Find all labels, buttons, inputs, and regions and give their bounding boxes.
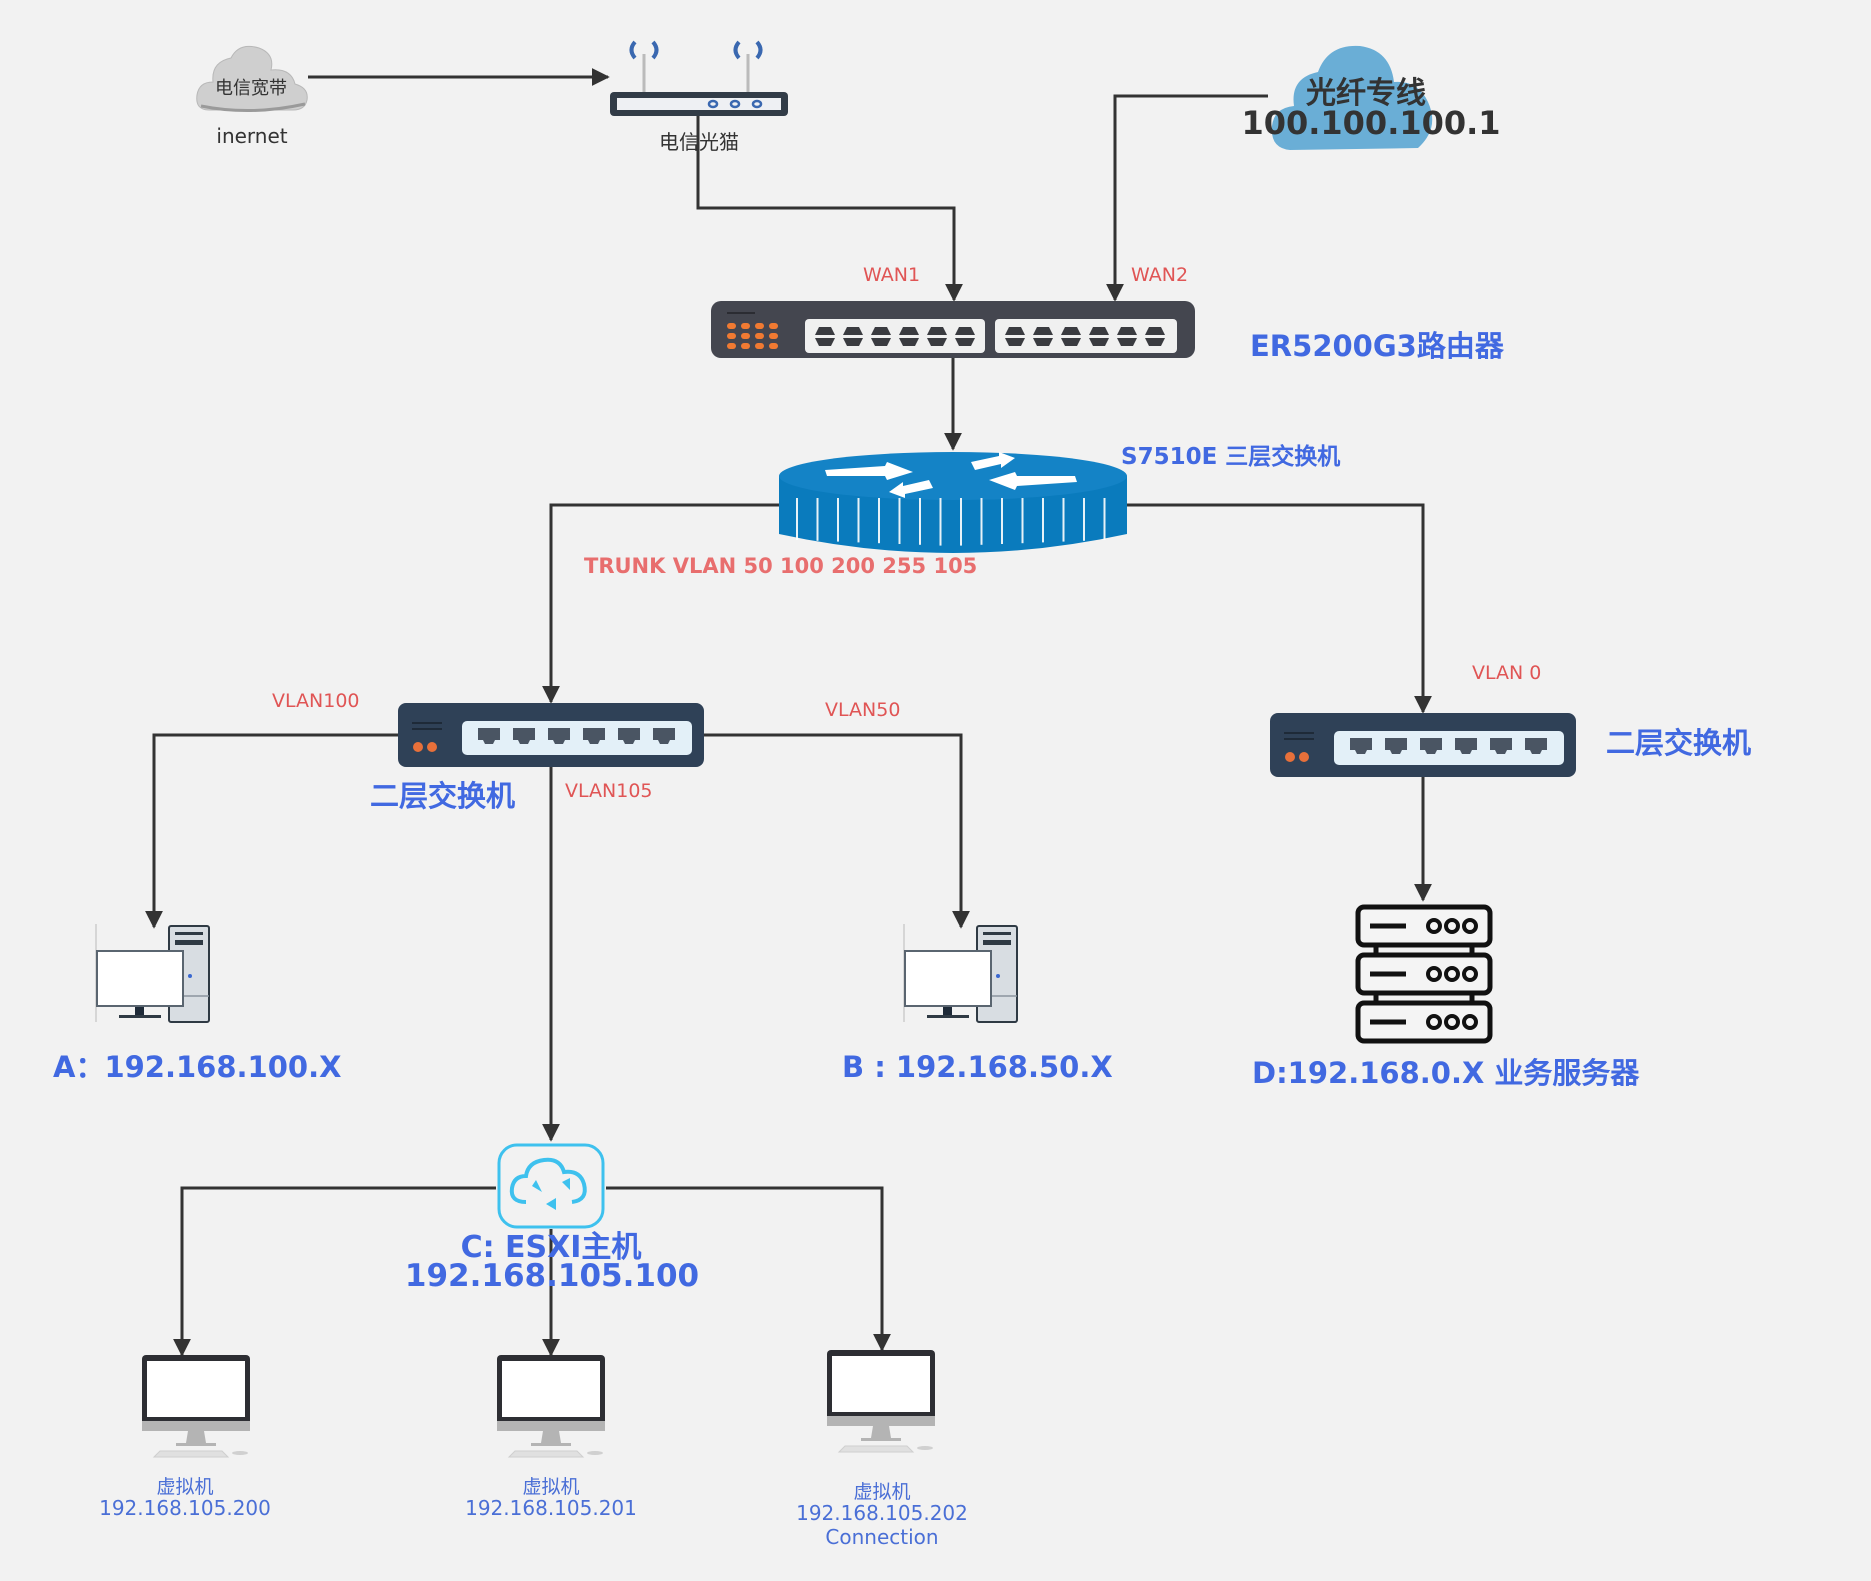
vm3-node[interactable] <box>823 1348 939 1454</box>
cloud-icon <box>196 45 308 113</box>
modem-label: 电信光猫 <box>659 130 739 154</box>
server-d-label: D:192.168.0.X 业务服务器 <box>1252 1056 1640 1090</box>
wan2-label: WAN2 <box>1131 264 1189 286</box>
vm3-label: 虚拟机 <box>853 1481 911 1503</box>
switch-icon <box>398 703 704 767</box>
vm3-extra: Connection <box>825 1525 939 1549</box>
link-l2-left-to-a <box>145 733 398 929</box>
router-node[interactable] <box>711 301 1195 358</box>
l2-switch-right-label: 二层交换机 <box>1606 726 1752 760</box>
vm1-node[interactable] <box>138 1353 254 1459</box>
wifi-modem-icon <box>610 40 788 116</box>
link-core-to-l2-right <box>1127 503 1432 714</box>
router-label: ER5200G3路由器 <box>1250 329 1504 363</box>
link-core-to-l2-left <box>542 503 779 704</box>
esxi-c-label: C: ESXI主机 <box>460 1230 642 1265</box>
vlan0-label: VLAN 0 <box>1472 662 1542 684</box>
esxi-c-node[interactable] <box>496 1142 606 1230</box>
link-fiber-to-wan2 <box>1106 94 1268 302</box>
vm2-label: 虚拟机 <box>522 1476 580 1498</box>
desktop-pc-icon <box>903 924 1018 1023</box>
esxi-c-ip: 192.168.105.100 <box>404 1258 700 1294</box>
wan1-label: WAN1 <box>863 264 921 286</box>
fiber-ip: 100.100.100.1 <box>1241 104 1501 142</box>
server-d-node[interactable] <box>1354 903 1494 1045</box>
broadband-label: 电信宽带 <box>215 78 287 99</box>
broadband-caption: inernet <box>216 124 288 148</box>
fiber-label: 光纤专线 <box>1306 76 1426 111</box>
monitor-icon <box>497 1355 605 1458</box>
fiber-line-node[interactable] <box>1268 38 1440 154</box>
cloud-icon <box>1271 45 1433 150</box>
host-a-label: A：192.168.100.X <box>53 1050 342 1084</box>
desktop-pc-icon <box>95 924 210 1023</box>
router-switch-icon <box>711 301 1195 358</box>
telecom-broadband-node[interactable]: 电信宽带 <box>195 40 310 115</box>
vm2-ip: 192.168.105.201 <box>465 1496 637 1520</box>
vlan100-label: VLAN100 <box>272 690 360 712</box>
vm1-ip: 192.168.105.200 <box>99 1496 271 1520</box>
l2-switch-left-node[interactable] <box>398 703 704 767</box>
trunk-label: TRUNK VLAN 50 100 200 255 105 <box>584 554 978 578</box>
telecom-modem-node[interactable] <box>608 36 790 118</box>
vm3-ip: 192.168.105.202 <box>796 1501 968 1525</box>
server-rack-icon <box>1355 904 1493 1044</box>
vlan50-label: VLAN50 <box>825 699 901 721</box>
host-b-node[interactable] <box>903 924 1021 1024</box>
l2-switch-left-label: 二层交换机 <box>370 779 516 813</box>
link-modem-to-wan1 <box>696 116 963 302</box>
host-a-node[interactable] <box>95 924 213 1024</box>
switch-icon <box>1270 713 1576 777</box>
link-l2-left-to-b <box>704 733 970 929</box>
host-b-label: B : 192.168.50.X <box>842 1050 1113 1084</box>
monitor-icon <box>142 1355 250 1458</box>
vm1-label: 虚拟机 <box>156 1476 214 1498</box>
core-switch-label: S7510E 三层交换机 <box>1121 444 1341 470</box>
cloud-sync-icon <box>497 1143 605 1229</box>
core-switch-node[interactable] <box>777 450 1129 560</box>
core-router-icon <box>779 452 1127 553</box>
monitor-icon <box>827 1350 935 1453</box>
vm2-node[interactable] <box>493 1353 609 1459</box>
link-esxi-to-vm3 <box>606 1186 891 1352</box>
l2-switch-right-node[interactable] <box>1270 713 1576 777</box>
vlan105-label: VLAN105 <box>565 780 653 802</box>
link-esxi-to-vm1 <box>173 1186 496 1357</box>
